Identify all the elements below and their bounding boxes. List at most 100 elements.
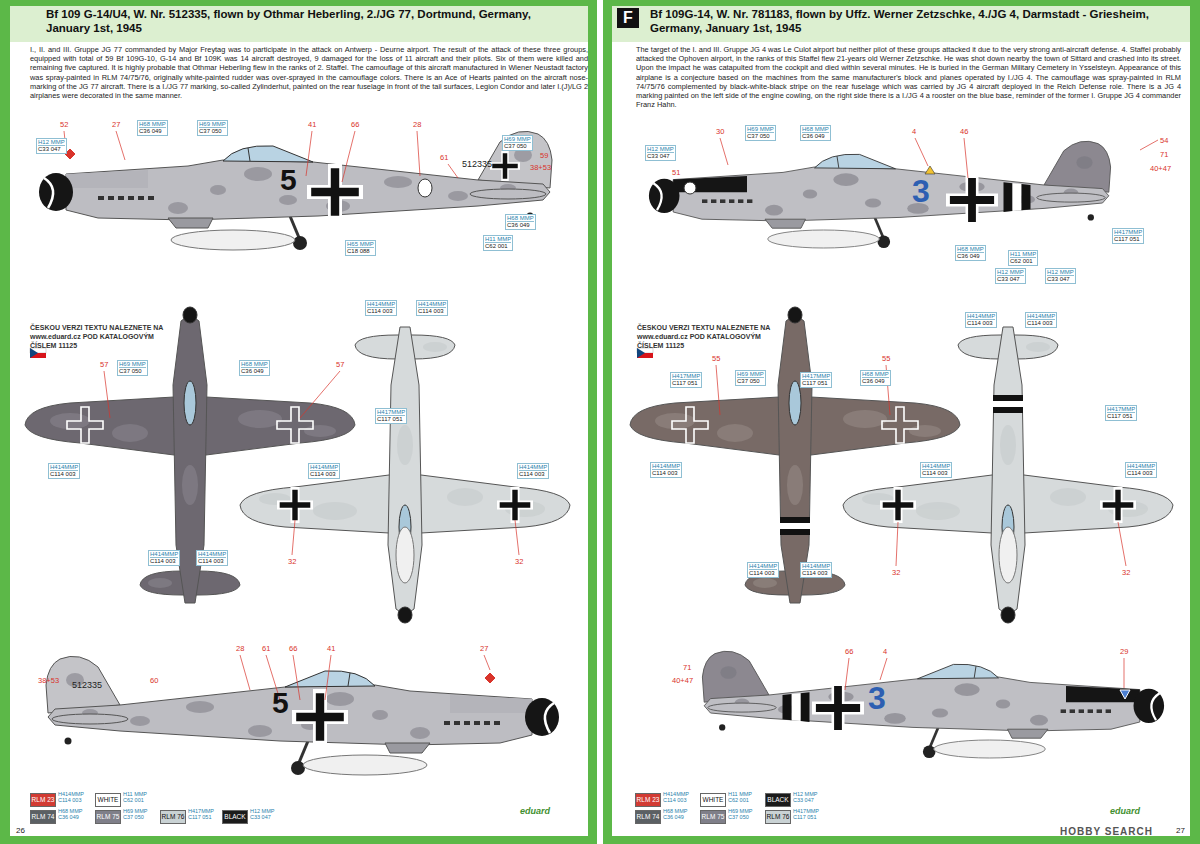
legend-text: WHITE [703,796,724,803]
legend-text: BLACK [224,813,245,820]
description-text: I., II. and III. Gruppe JG 77 commanded … [30,45,588,100]
callout-number: 71 [683,663,691,672]
callout-number: 38+53 [530,163,551,172]
paint-code-lacquer: C37 050 [119,368,146,374]
paint-callout: H414MMPC114 003 [965,312,997,328]
paint-callout: H414MMPC114 003 [148,550,180,566]
paint-code-lacquer: C36 049 [241,368,268,374]
paint-code: H414MMP C114 003 [58,791,88,804]
paint-callout: H414MMPC114 003 [308,463,340,479]
legend-text: RLM 76 [162,813,185,820]
callout-number: 32 [1122,568,1130,577]
page-number: 27 [1176,826,1185,835]
paint-code-lacquer: C37 050 [737,378,764,384]
paint-code-lacquer: C114 003 [50,471,78,477]
paint-code-lacquer: C117 051 [802,380,830,386]
balkenkreuz [67,407,103,443]
paint-code-hobby: H417MMP [672,373,700,380]
paint-code-hobby: H414MMP [1027,313,1055,320]
paint-callout: H11 MMPC62 001 [483,235,513,251]
rooster-emblem [1120,690,1130,699]
fuselage-band [780,517,810,535]
paint-code-lacquer: C33 047 [997,276,1024,282]
paint-code-hobby: H414MMP [310,464,338,471]
paint-code-hobby: H414MMP [50,464,78,471]
paint-code-hobby: H11 MMP [1010,251,1036,258]
color-swatch: RLM 23 [635,793,661,807]
callout-number: 40+47 [1150,164,1171,173]
callout-number: 61 [440,153,448,162]
aircraft-number: 5 [272,688,289,718]
page-frame [0,0,597,844]
paint-code-lacquer: C114 003 [310,471,338,477]
callout-number: 55 [882,354,890,363]
aircraft-profile [649,141,1111,248]
callout-number: 54 [1160,136,1168,145]
paint-callout: H69 MMPC37 050 [502,135,533,151]
paint-code-hobby: H69 MMP [747,126,774,133]
paint-code-lacquer: C114 003 [1127,470,1155,476]
paint-code-hobby: H69 MMP [504,136,531,143]
callout-number: 32 [288,557,296,566]
paint-code-hobby: H12 MMP [38,139,65,146]
paint-callout: H69 MMPC37 050 [735,370,766,386]
legend-text: RLM 76 [767,813,790,820]
zylinderhut-marking [418,179,432,197]
paint-code-lacquer: C114 003 [367,308,395,314]
paint-code-hobby: H65 MMP [347,241,374,248]
paint-code: H69 MMP C37 050 [123,808,153,821]
paint-callout: H69 MMPC37 050 [197,120,228,136]
paint-code-lacquer: C114 003 [418,308,446,314]
color-swatch: RLM 76 [765,810,791,824]
paint-callout: H417MMPC117 051 [1105,405,1137,421]
callout-number: 60 [150,676,158,685]
paint-code-lacquer: C114 003 [749,570,777,576]
callout-number: 52 [60,120,68,129]
color-swatch: RLM 76 [160,810,186,824]
balkenkreuz [292,689,348,745]
page-frame [603,0,1200,844]
paint-code-lacquer: C114 003 [519,471,547,477]
paint-callout: H12 MMPC33 047 [1045,268,1076,284]
brand-logo: eduard [520,806,550,816]
paint-code-hobby: H69 MMP [199,121,226,128]
paint-code-lacquer: C36 049 [957,253,984,259]
title-band [612,6,1190,42]
callout-number: 71 [1160,150,1168,159]
color-swatch: BLACK [222,810,248,824]
paint-code-hobby: H414MMP [802,563,830,570]
legend-text: RLM 74 [637,813,660,820]
paint-code-lacquer: C117 051 [377,416,405,422]
color-swatch: RLM 74 [30,810,56,824]
callout-number: 28 [413,120,421,129]
paint-callout: H69 MMPC37 050 [745,125,776,141]
sheet-heading: Bf 109G-14, W. Nr. 781183, flown by Uffz… [650,8,1180,36]
paint-code-lacquer: C114 003 [802,570,830,576]
paint-code-lacquer: C36 049 [802,133,829,139]
unit-emblem [684,182,696,194]
callout-number: 51 [672,168,680,177]
paint-code-lacquer: C114 003 [150,558,178,564]
paint-code-lacquer: C33 047 [647,153,674,159]
callout-number: 27 [112,120,120,129]
legend-text: BLACK [767,796,788,803]
paint-callout: H414MMPC114 003 [650,462,682,478]
paint-code-hobby: H11 MMP [485,236,511,243]
paint-code: H11 MMP C62 001 [728,791,758,804]
paint-code-hobby: H69 MMP [119,361,146,368]
callout-number: 57 [336,360,344,369]
aircraft-bottom-view [843,327,1173,623]
paint-callout: H414MMPC114 003 [517,463,549,479]
paint-code: H12 MMP C33 047 [250,808,280,821]
swastika-area [490,151,520,181]
ace-of-hearts [484,672,496,684]
callout-number: 57 [100,360,108,369]
paint-code-lacquer: C37 050 [747,133,774,139]
paint-code-hobby: H414MMP [519,464,547,471]
color-swatch: RLM 74 [635,810,661,824]
fuselage-code: 512335 [462,159,492,169]
fuselage-code: 512335 [72,680,102,690]
balkenkreuz [672,407,708,443]
fuselage-band [1004,182,1031,212]
balkenkreuz [880,487,916,523]
